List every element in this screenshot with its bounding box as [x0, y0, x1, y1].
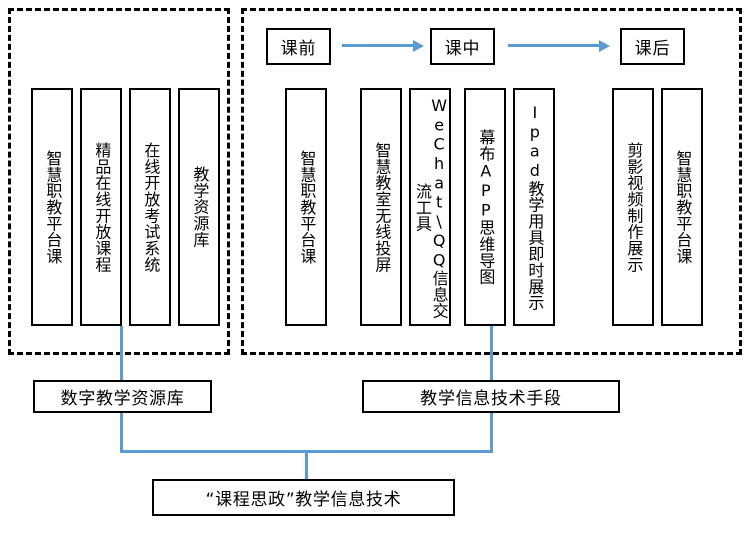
summary-right-label: 教学信息技术手段 — [420, 389, 562, 409]
resource-item-4-label: 教学资源库 — [190, 166, 210, 248]
post-class-item-1-label: 剪影视频制作展示 — [624, 141, 644, 273]
digital-resources-group — [8, 8, 230, 355]
resource-item-3[interactable]: 在线开放考试系统 — [129, 88, 171, 326]
pre-class-item-1[interactable]: 智慧职教平台课 — [285, 88, 327, 326]
conclusion-box[interactable]: “课程思政”教学信息技术 — [152, 479, 455, 516]
stage-label-in-class: 课中 — [444, 39, 481, 59]
arrow-head — [413, 40, 424, 52]
arrow-pre-to-in — [342, 40, 424, 52]
resource-item-1[interactable]: 智慧职教平台课 — [31, 88, 73, 326]
stage-label-pre-class: 课前 — [280, 39, 317, 59]
stage-label-post-class: 课后 — [634, 39, 671, 59]
in-class-item-2-label: WeChat\QQ信息交流工具 — [413, 95, 449, 319]
connector-process-to-summary — [490, 326, 493, 381]
in-class-item-3[interactable]: 幕布APP思维导图 — [464, 88, 506, 326]
arrow-shaft — [508, 44, 599, 47]
in-class-item-1-label: 智慧教室无线投屏 — [372, 141, 392, 273]
connector-junction-to-conclusion — [305, 450, 308, 480]
stage-box-pre-class[interactable]: 课前 — [266, 28, 331, 65]
summary-box-digital-resources[interactable]: 数字教学资源库 — [33, 380, 212, 413]
resource-item-4[interactable]: 教学资源库 — [178, 88, 220, 326]
arrow-head — [599, 40, 610, 52]
resource-item-2[interactable]: 精品在线开放课程 — [80, 88, 122, 326]
post-class-item-2[interactable]: 智慧职教平台课 — [661, 88, 703, 326]
in-class-item-2[interactable]: WeChat\QQ信息交流工具 — [409, 88, 451, 326]
pre-class-item-1-label: 智慧职教平台课 — [297, 149, 317, 265]
in-class-item-3-label: 幕布APP思维导图 — [476, 129, 496, 285]
in-class-item-1[interactable]: 智慧教室无线投屏 — [360, 88, 402, 326]
stage-box-post-class[interactable]: 课后 — [620, 28, 685, 65]
summary-box-teaching-tech[interactable]: 教学信息技术手段 — [362, 380, 620, 413]
connector-summary-right-down — [490, 413, 493, 453]
in-class-item-4-label: Ipad教学用具即时展示 — [525, 103, 545, 311]
connector-summary-left-down — [120, 413, 123, 453]
resource-item-3-label: 在线开放考试系统 — [141, 141, 161, 273]
post-class-item-2-label: 智慧职教平台课 — [673, 149, 693, 265]
summary-left-label: 数字教学资源库 — [60, 389, 185, 409]
arrow-shaft — [342, 44, 413, 47]
arrow-in-to-post — [508, 40, 610, 52]
connector-resources-to-summary — [120, 326, 123, 381]
resource-item-1-label: 智慧职教平台课 — [43, 149, 63, 265]
stage-box-in-class[interactable]: 课中 — [430, 28, 495, 65]
resource-item-2-label: 精品在线开放课程 — [92, 141, 112, 273]
conclusion-label: “课程思政”教学信息技术 — [205, 490, 402, 510]
post-class-item-1[interactable]: 剪影视频制作展示 — [612, 88, 654, 326]
in-class-item-4[interactable]: Ipad教学用具即时展示 — [513, 88, 555, 326]
